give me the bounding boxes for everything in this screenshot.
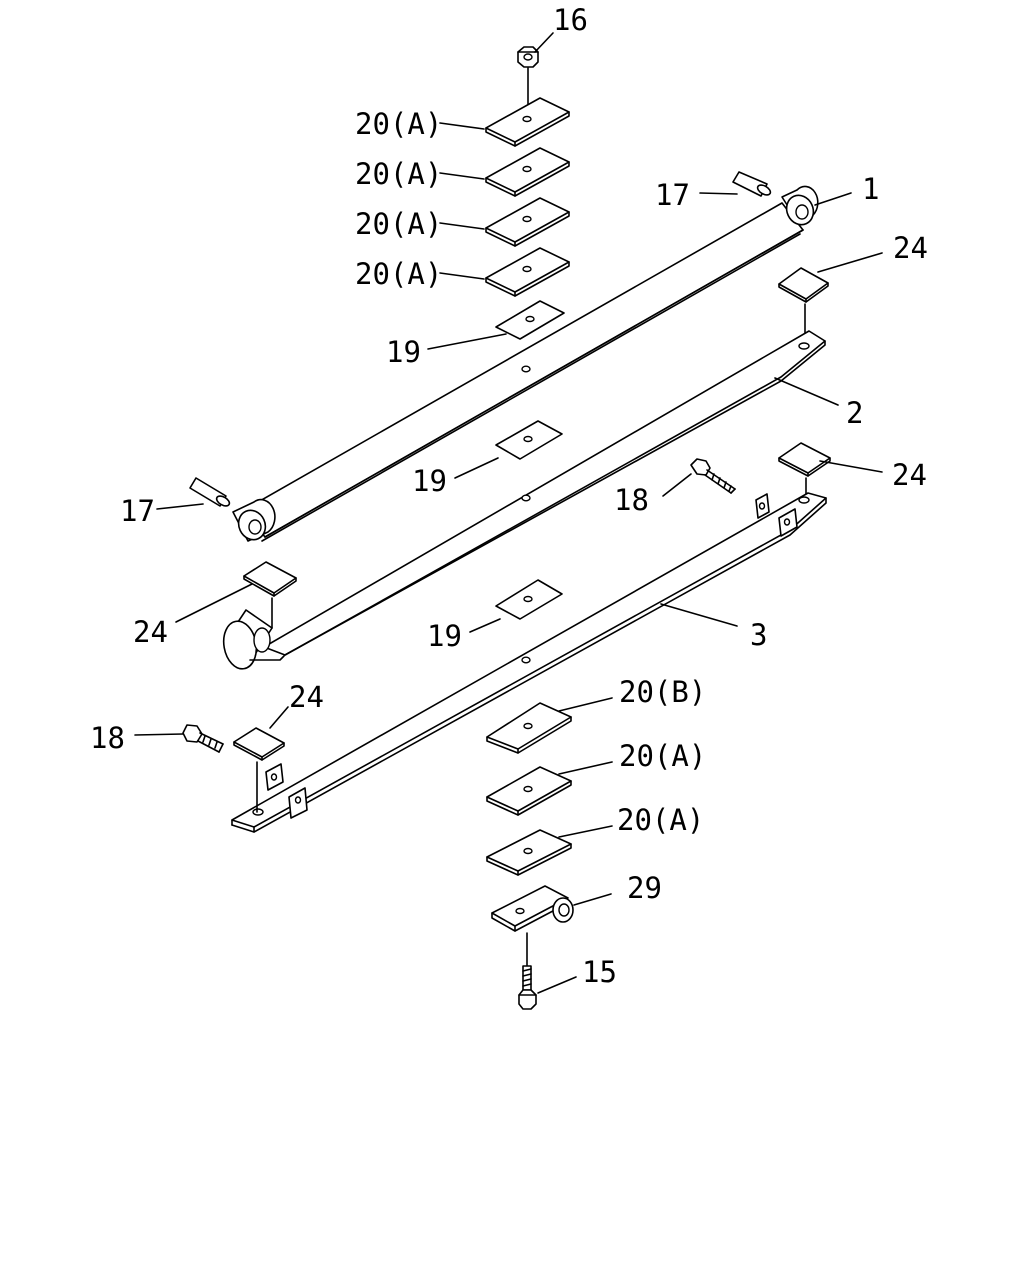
- part-19-pad-mid: [454, 420, 563, 479]
- part-19-pad-top: [427, 300, 565, 350]
- part-24-pad-mid-right: [778, 442, 883, 506]
- part-20a-spacer-3: [439, 197, 570, 247]
- label-part-20a-1: 20(A): [355, 107, 442, 141]
- label-part-24-top-right: 24: [893, 231, 928, 265]
- part-17-pin-left: [156, 477, 231, 510]
- part-20b-spacer: [486, 697, 613, 754]
- label-part-20a-6: 20(A): [617, 803, 704, 837]
- part-24-pad-lower-left: [233, 706, 289, 813]
- label-part-19-mid: 19: [412, 464, 447, 498]
- label-part-20a-2: 20(A): [355, 157, 442, 191]
- label-part-24-mid-right: 24: [892, 458, 927, 492]
- part-3-third-leaf: [231, 492, 827, 833]
- label-part-1: 1: [862, 172, 879, 206]
- part-20a-spacer-2: [439, 147, 570, 197]
- part-20a-spacer-1: [439, 97, 570, 147]
- label-part-20a-3: 20(A): [355, 207, 442, 241]
- label-part-17-right: 17: [655, 178, 690, 212]
- part-20a-spacer-5: [486, 761, 613, 816]
- label-part-16: 16: [553, 3, 588, 37]
- label-part-29: 29: [627, 871, 662, 905]
- part-17-pin-right: [699, 171, 772, 197]
- label-part-18-right: 18: [614, 483, 649, 517]
- part-2-second-leaf: [222, 330, 839, 670]
- label-part-20a-5: 20(A): [619, 739, 706, 773]
- label-part-2: 2: [846, 396, 863, 430]
- part-19-pad-low: [469, 579, 563, 633]
- part-1-main-leaf: [232, 185, 852, 542]
- part-18-bolt-right: [662, 458, 736, 497]
- part-20a-spacer-6: [486, 825, 613, 876]
- label-part-17-left: 17: [120, 494, 155, 528]
- label-part-20a-4: 20(A): [355, 257, 442, 291]
- label-part-18-left: 18: [90, 721, 125, 755]
- part-24-pad-left: [175, 561, 297, 629]
- label-part-19-low: 19: [427, 619, 462, 653]
- part-18-bolt-left: [134, 724, 224, 753]
- label-part-24-left: 24: [133, 615, 168, 649]
- part-16-nut: [517, 32, 554, 119]
- part-20a-spacer-4: [439, 247, 570, 297]
- part-24-pad-top-right: [778, 252, 883, 341]
- label-part-3: 3: [750, 618, 767, 652]
- label-part-15: 15: [582, 955, 617, 989]
- label-part-19-top: 19: [386, 335, 421, 369]
- label-part-20b: 20(B): [619, 675, 706, 709]
- part-29-clamp-plate: [491, 885, 612, 932]
- part-15-bolt: [518, 932, 577, 1010]
- label-part-24-lower-left: 24: [289, 680, 324, 714]
